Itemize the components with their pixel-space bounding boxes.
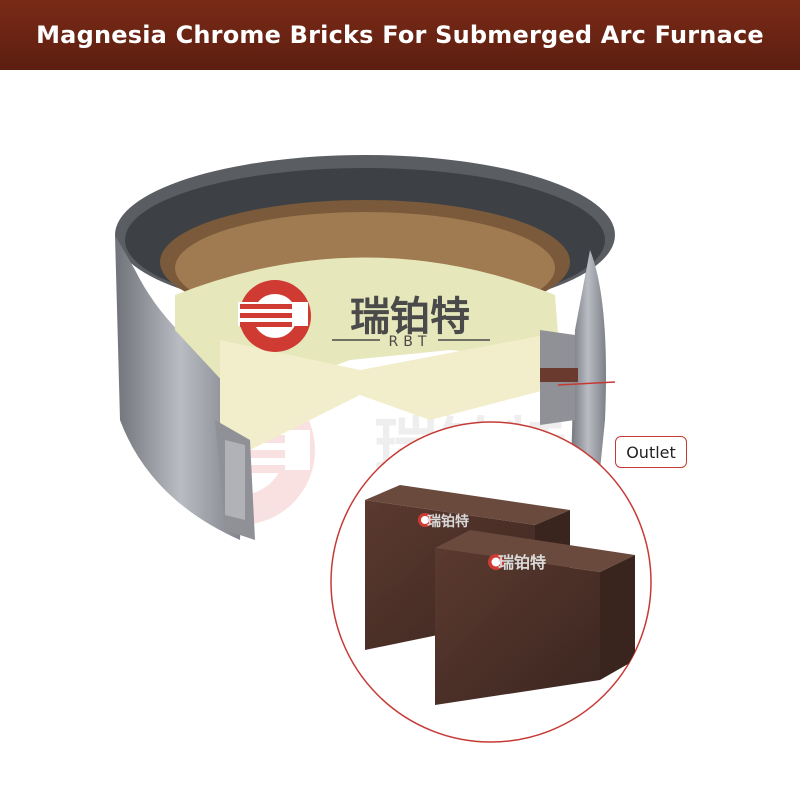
bricks-inset: 瑞铂特 瑞铂特 [330, 421, 652, 743]
furnace-shell [115, 155, 615, 540]
logo-chinese: 瑞铂特 [350, 294, 470, 340]
brick-front: 瑞铂特 [435, 530, 635, 705]
outlet-leader-line [557, 381, 616, 386]
furnace-illustration: 瑞铂特 RBT [115, 155, 652, 743]
illustration-stage: 瑞铂特 RBT [0, 70, 800, 800]
title-banner: Magnesia Chrome Bricks For Submerged Arc… [0, 0, 800, 70]
outlet-callout: Outlet [615, 436, 687, 468]
outlet-opening [540, 368, 578, 382]
brick-front-logo: 瑞铂特 [498, 553, 546, 572]
logo-latin: RBT [389, 334, 432, 350]
outlet-label: Outlet [626, 442, 676, 462]
brick-back-logo: 瑞铂特 [427, 513, 469, 530]
page-title: Magnesia Chrome Bricks For Submerged Arc… [36, 21, 764, 49]
furnace-logo: 瑞铂特 RBT [238, 280, 490, 352]
